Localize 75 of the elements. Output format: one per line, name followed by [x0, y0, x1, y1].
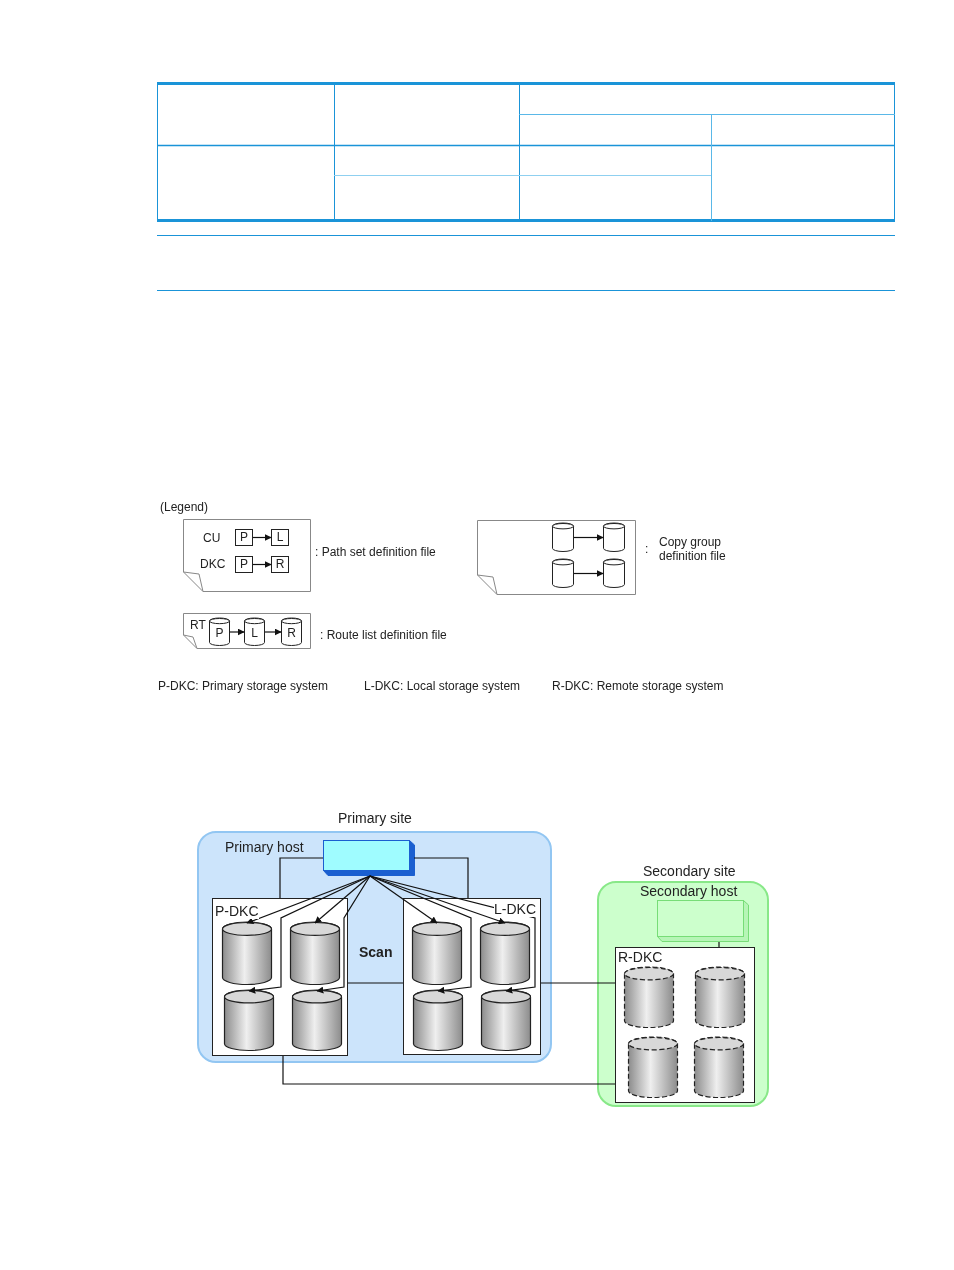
arrow [316, 875, 371, 994]
volume-cylinder [222, 922, 272, 985]
node-label: P [239, 557, 249, 571]
node-label: R [286, 626, 297, 640]
volume-cylinder [603, 559, 625, 588]
legend-description: Copy group definition file [659, 535, 727, 563]
site-heading: Primary site [338, 810, 412, 826]
node-label: R-DKC [618, 949, 663, 965]
volume-box [271, 529, 289, 546]
volume-cylinder [281, 618, 302, 646]
arrow [369, 875, 472, 994]
legend-description: : [645, 542, 649, 556]
node-label: L-DKC [494, 901, 536, 917]
volume-cylinder [412, 922, 462, 985]
volume-cylinder [413, 990, 463, 1051]
document-shape [183, 519, 311, 592]
abbreviation-note: R-DKC: Remote storage system [552, 679, 724, 693]
volume-cylinder [481, 990, 531, 1051]
connection-line [347, 982, 404, 984]
arrow [252, 534, 272, 541]
arrow [573, 570, 604, 577]
volume-cylinder [292, 990, 342, 1051]
node-label: L [275, 530, 285, 544]
node-label: P-DKC [215, 903, 259, 919]
volume-cylinder [244, 618, 265, 646]
legend-description: : Path set definition file [315, 545, 436, 559]
volume-cylinder [209, 618, 230, 646]
arrow [248, 875, 371, 994]
node-label: CU [203, 531, 221, 545]
legend-heading: (Legend) [160, 500, 209, 514]
host-label: Primary host [225, 839, 304, 855]
node-label: L [250, 626, 259, 640]
node-label: P [239, 530, 249, 544]
volume-cylinder [694, 1037, 744, 1098]
document-shape [477, 520, 636, 595]
volume-cylinder [290, 922, 340, 985]
document-shape [183, 613, 311, 649]
volume-cylinder [552, 523, 574, 552]
arrow [229, 628, 245, 636]
node-label: P [214, 626, 225, 640]
scan-label: Scan [359, 944, 393, 960]
volume-box [235, 529, 253, 546]
host-program-box [323, 840, 415, 876]
arrow [252, 561, 272, 568]
node-label: R [274, 557, 286, 571]
volume-cylinder [224, 990, 274, 1051]
host-label: Secondary host [640, 883, 738, 899]
connection-line [282, 1055, 616, 1085]
arrow [314, 875, 371, 924]
arrow [369, 875, 536, 994]
arrow [246, 875, 371, 924]
storage-system-box [212, 898, 348, 1056]
connection-line [540, 982, 616, 984]
arrow [264, 628, 282, 636]
arrow [369, 875, 438, 924]
connection-line [413, 857, 469, 899]
volume-cylinder [480, 922, 530, 985]
site-heading: Secondary site [643, 863, 736, 879]
volume-cylinder [624, 967, 674, 1028]
abbreviation-note: P-DKC: Primary storage system [158, 679, 329, 693]
volume-cylinder [603, 523, 625, 552]
connection-line [718, 941, 720, 948]
legend-description: : Route list definition file [320, 628, 447, 642]
volume-cylinder [628, 1037, 678, 1098]
node-label: DKC [200, 557, 226, 571]
abbreviation-note: L-DKC: Local storage system [364, 679, 521, 693]
connection-line [279, 857, 324, 899]
volume-cylinder [552, 559, 574, 588]
host-program-box [657, 900, 749, 942]
volume-box [235, 556, 253, 573]
volume-cylinder [695, 967, 745, 1028]
storage-system-box [615, 947, 755, 1103]
storage-system-box [403, 898, 541, 1055]
node-label: RT [190, 618, 206, 632]
arrow [573, 534, 604, 541]
